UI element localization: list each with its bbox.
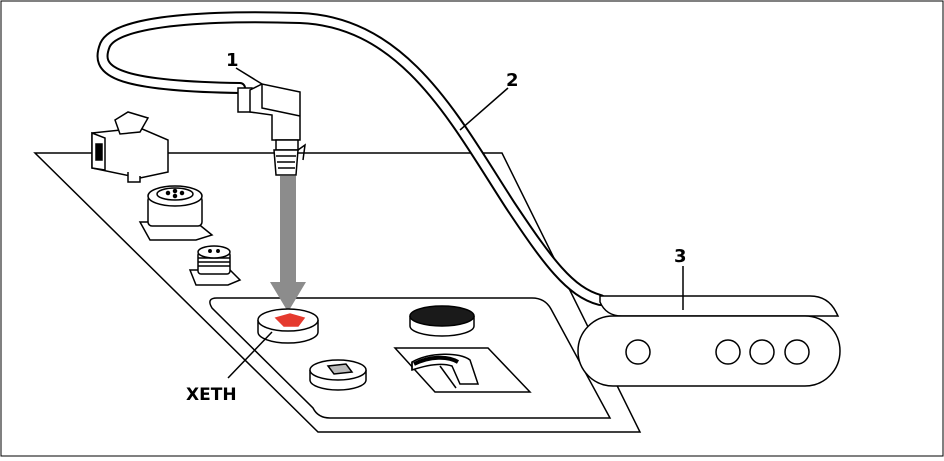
rj45-jack-icon [274,313,306,327]
callout-xeth: XETH [186,385,237,405]
xeth-port [257,308,319,344]
device-port-1 [625,339,651,365]
device-port-4 [784,339,810,365]
cable [96,11,606,306]
callout-1: 1 [226,50,239,71]
callout-2: 2 [506,70,519,91]
m12-connector-icon [138,185,214,241]
tag-port [309,359,367,391]
device-unit [577,295,841,387]
rj45-plug-icon [91,111,169,183]
leader-2 [459,87,509,131]
callout-3: 3 [674,246,687,267]
device-port-3 [749,339,775,365]
leader-xeth [227,331,273,379]
black-port [409,305,475,337]
angled-connector [237,83,306,176]
cable-tie-icon [393,347,532,393]
m8-connector-icon [188,245,242,286]
device-port-2 [715,339,741,365]
connector-field [209,297,612,419]
panel-plate [33,152,642,433]
arrow-down-icon [270,176,306,312]
leader-1 [235,67,263,85]
